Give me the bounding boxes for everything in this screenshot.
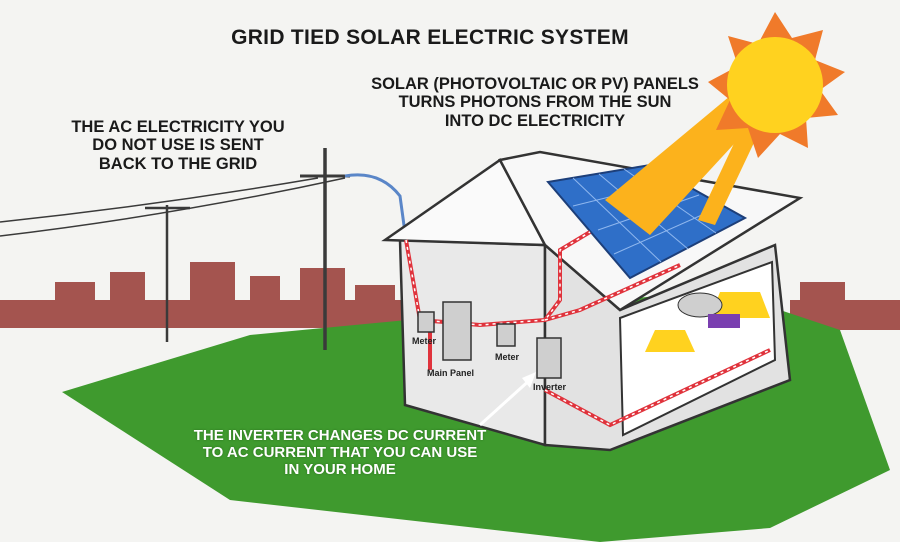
inverter-note: THE INVERTER CHANGES DC CURRENT TO AC CU… [160,427,520,478]
sun-rays [605,96,760,235]
note-line: IN YOUR HOME [284,460,396,478]
grid-export-note: THE AC ELECTRICITY YOU DO NOT USE IS SEN… [48,118,308,173]
utility-poles [0,148,350,350]
inverter-pointer-arrow [478,372,536,427]
main-panel [442,301,472,361]
ceiling-lamp-icon [645,292,770,352]
meter-outside [417,311,435,333]
inverter-label: Inverter [533,382,567,392]
note-line: DO NOT USE IS SENT [92,136,264,155]
diagram-title: GRID TIED SOLAR ELECTRIC SYSTEM [231,26,629,49]
main-panel-label: Main Panel [427,368,475,378]
note-line: BACK TO THE GRID [98,154,258,173]
city-skyline [0,262,900,330]
solar-panels-note: SOLAR (PHOTOVOLTAIC OR PV) PANELS TURNS … [330,75,740,130]
sun-icon [708,12,845,158]
wiring-highlights [405,231,771,426]
note-line: TO AC CURRENT THAT YOU CAN USE [202,443,478,461]
note-line: INTO DC ELECTRICITY [444,111,626,130]
note-line: THE INVERTER CHANGES DC CURRENT [193,427,487,444]
meter-outside-label: Meter [412,336,437,346]
service-drop-wire [344,173,408,241]
note-line: TURNS PHOTONS FROM THE SUN [398,93,672,112]
inverter [536,337,562,379]
note-line: SOLAR (PHOTOVOLTAIC OR PV) PANELS [371,75,699,93]
note-line: THE AC ELECTRICITY YOU [71,118,285,136]
meter-inside-label: Meter [495,352,520,362]
meter-inside [496,323,516,347]
